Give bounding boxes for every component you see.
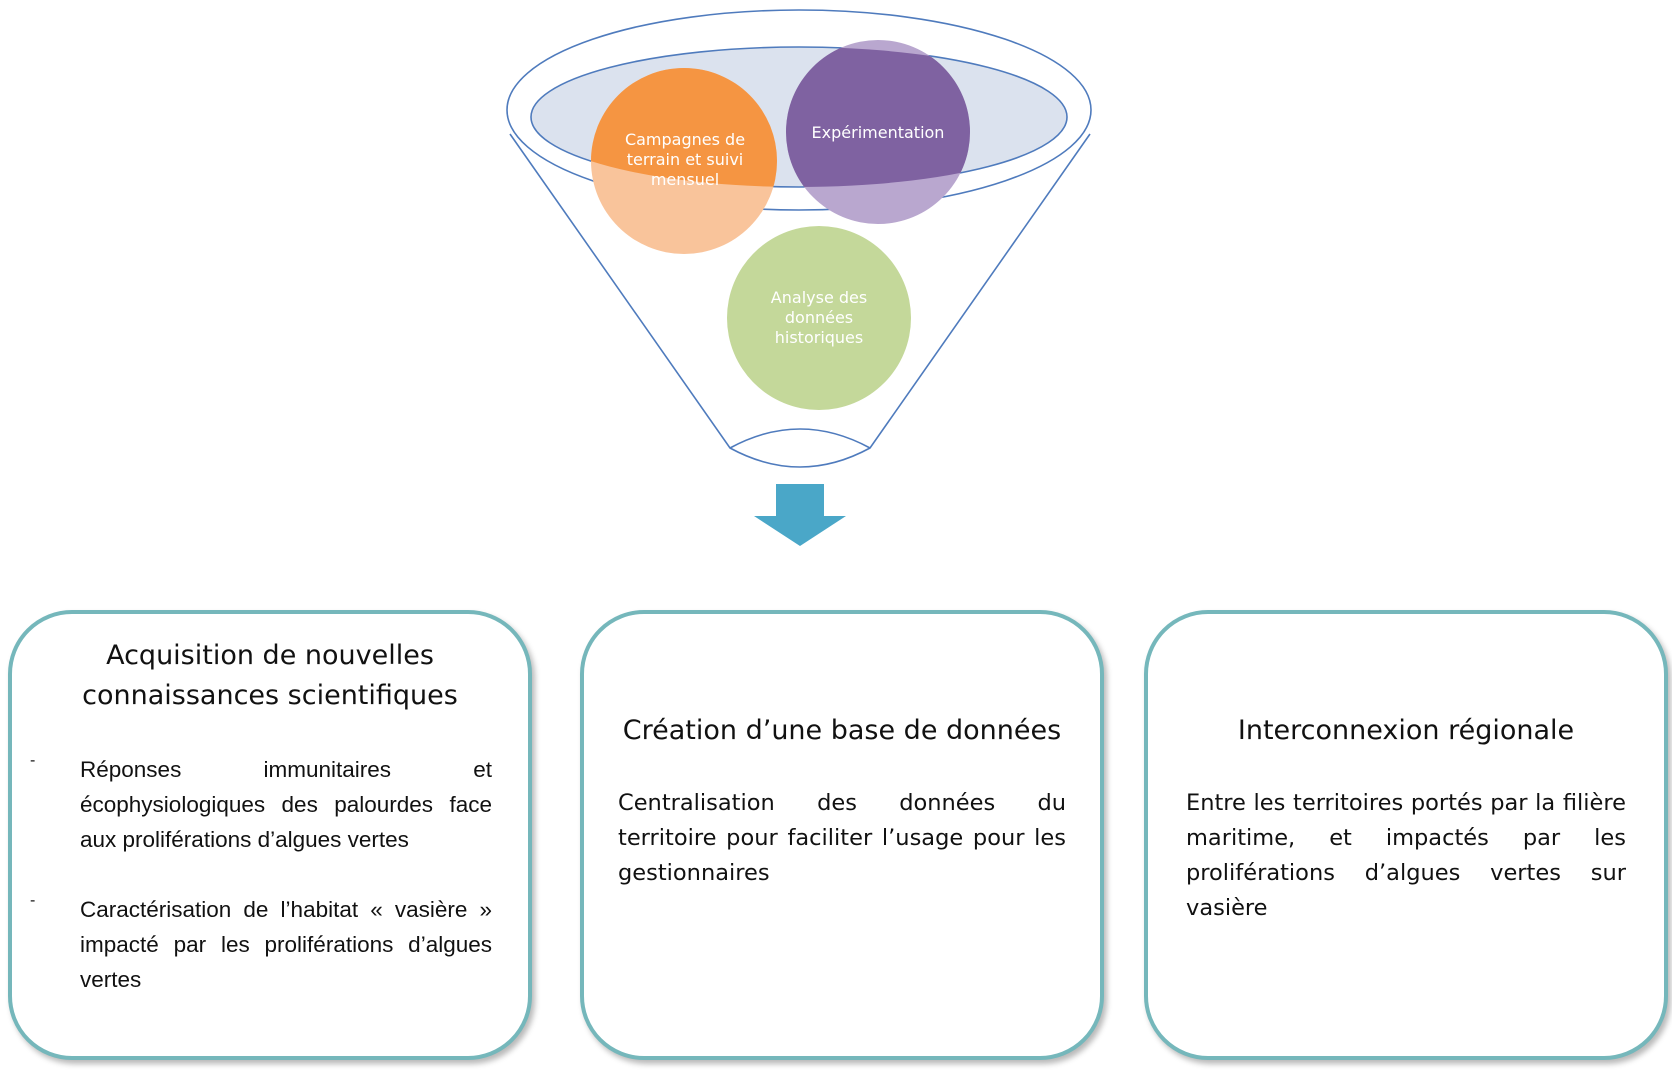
bullet-text: Réponses immunitaires et écophysiologiqu… <box>80 757 492 852</box>
list-item: - Réponses immunitaires et écophysiologi… <box>18 752 492 857</box>
circle-purple <box>786 47 970 187</box>
funnel-diagram <box>506 9 1092 546</box>
funnel-input-label-field-campaigns: Campagnes de terrain et suivi mensuel <box>624 130 746 189</box>
outcome-box-database: Création d’une base de données Centralis… <box>580 610 1104 1060</box>
bullet-marker: - <box>30 892 36 909</box>
bullet-marker: - <box>30 752 36 769</box>
down-arrow-icon <box>754 484 846 546</box>
funnel-input-label-experimentation: Expérimentation <box>811 123 945 142</box>
box-title: Interconnexion régionale <box>1237 715 1575 746</box>
list-item: - Caractérisation de l’habitat « vasière… <box>18 892 492 997</box>
box-title: Acquisition de nouvelles connaissances s… <box>82 640 458 711</box>
outcome-box-regional-interconnection: Interconnexion régionale Entre les terri… <box>1144 610 1668 1060</box>
bullet-text: Caractérisation de l’habitat « vasière »… <box>80 897 492 992</box>
box-body: Centralisation des données du territoire… <box>618 790 1066 886</box>
funnel-bottom <box>729 428 871 449</box>
outcome-box-scientific-knowledge: Acquisition de nouvelles connaissances s… <box>8 610 532 1060</box>
circle-orange <box>591 68 777 187</box>
circle-green <box>727 226 911 410</box>
bullet-list: - Réponses immunitaires et écophysiologi… <box>18 752 492 1032</box>
box-title: Création d’une base de données <box>622 715 1062 746</box>
box-body: Entre les territoires portés par la fili… <box>1186 790 1626 921</box>
funnel-input-label-historical-data: Analyse des données historiques <box>770 288 868 347</box>
